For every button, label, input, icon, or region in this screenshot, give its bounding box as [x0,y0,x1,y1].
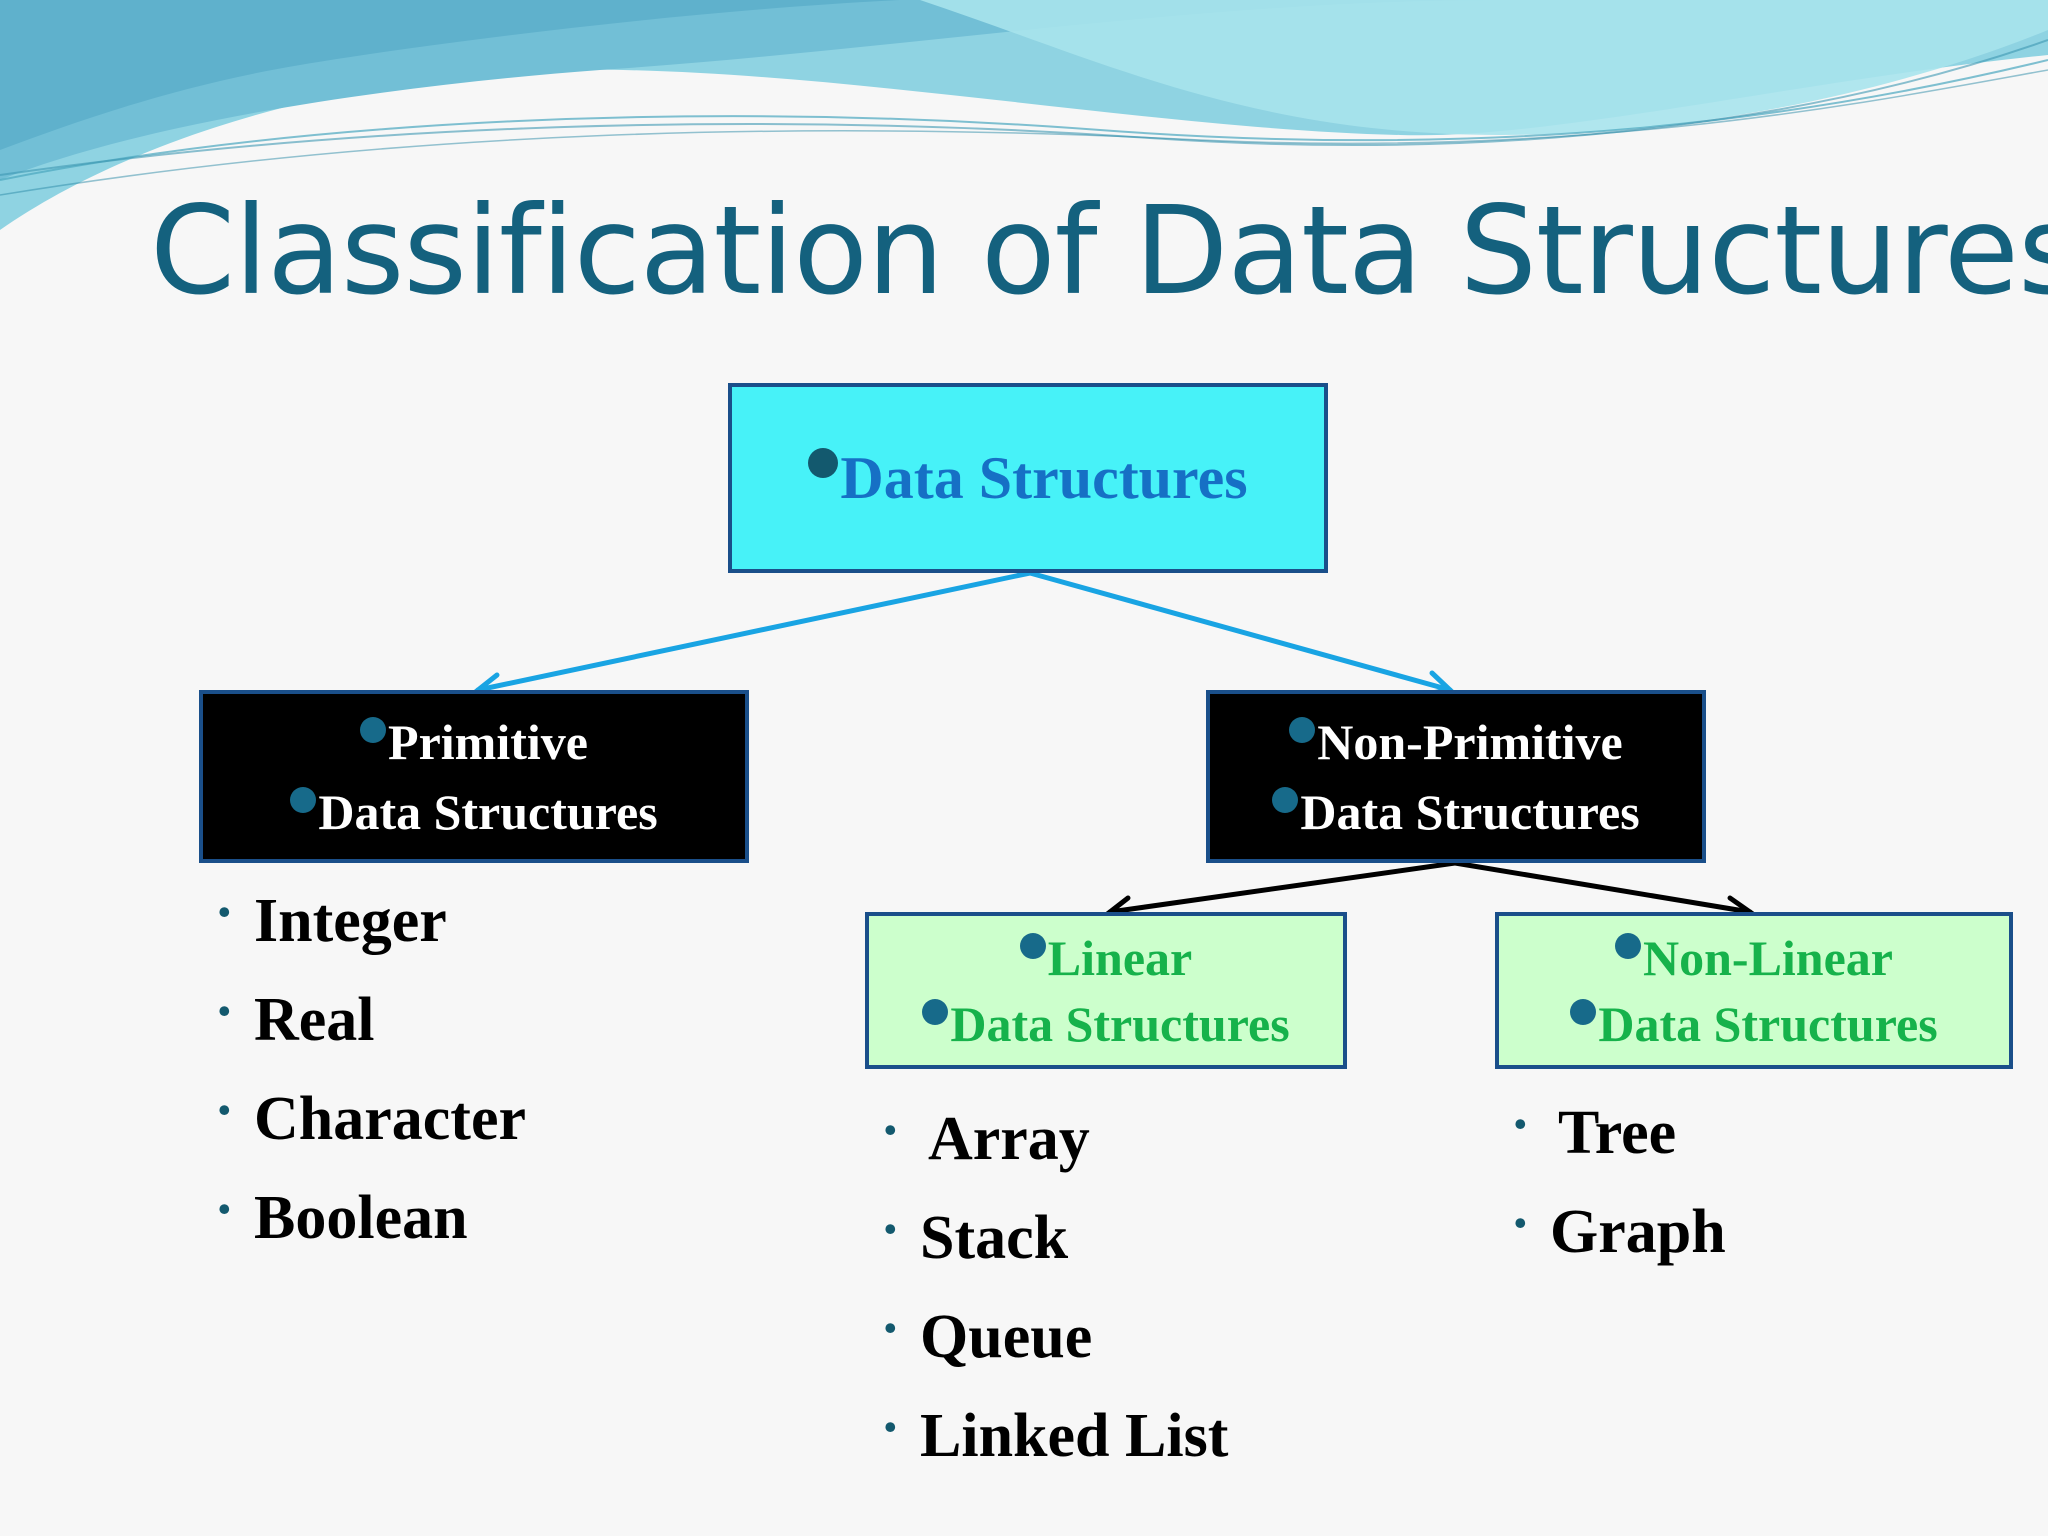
bullet-icon: • [884,1406,897,1447]
arrow-root-to-nonprimitive [1027,570,1453,693]
non-primitive-node-label-2: Data Structures [1300,783,1640,840]
non-linear-items-list: •Tree •Graph [1514,1084,1726,1282]
list-item: •Tree [1514,1099,1677,1167]
non-primitive-node-line-1: Non-Primitive [1289,713,1623,770]
non-linear-node-label-1: Non-Linear [1643,929,1893,986]
header-wave-decoration [0,0,2048,230]
root-node-label: Data Structures [840,445,1248,511]
primitive-items-list: •Integer •Real •Character •Boolean [218,872,526,1268]
linear-node-label-1: Linear [1047,929,1193,986]
root-node-line: Data Structures [808,445,1248,511]
non-primitive-node-label-1: Non-Primitive [1317,713,1623,770]
linear-items-list: •Array •Stack •Queue •Linked List [884,1090,1228,1486]
bullet-icon [1615,932,1641,959]
bullet-icon [1272,786,1299,813]
primitive-node-line-2: Data Structures [290,783,658,840]
arrow-root-to-primitive [475,570,1033,693]
bullet-icon [290,786,317,813]
list-item: •Integer [218,887,447,955]
bullet-icon [1019,932,1046,959]
non-linear-node: Non-Linear Data Structures [1495,912,2013,1069]
list-item: •Queue [884,1303,1093,1371]
arrow-nonprimitive-to-nonlinear [1452,860,1753,915]
list-item: •Boolean [218,1184,468,1252]
bullet-icon: • [218,1089,231,1130]
bullet-icon: • [218,891,231,932]
list-item: •Graph [1514,1198,1726,1266]
non-primitive-node-line-2: Data Structures [1272,783,1640,840]
bullet-icon: • [884,1109,897,1150]
arrow-nonprimitive-to-linear [1107,860,1458,915]
bullet-icon: • [218,990,231,1031]
bullet-icon: • [1514,1202,1527,1243]
bullet-icon [808,448,839,478]
non-primitive-node: Non-Primitive Data Structures [1206,690,1706,863]
bullet-icon [922,998,949,1025]
bullet-icon: • [1514,1103,1527,1144]
primitive-node-label-2: Data Structures [318,783,658,840]
list-item: •Stack [884,1204,1069,1272]
list-item: •Real [218,986,375,1054]
list-item: •Linked List [884,1402,1229,1470]
linear-node-line-2: Data Structures [922,995,1290,1052]
bullet-icon [360,716,387,743]
linear-node-line-1: Linear [1019,929,1193,986]
primitive-node-line-1: Primitive [360,713,588,770]
list-item: •Character [218,1085,526,1153]
bullet-icon: • [884,1208,897,1249]
primitive-node-label-1: Primitive [388,713,588,770]
non-linear-node-label-2: Data Structures [1598,995,1938,1052]
non-linear-node-line-1: Non-Linear [1615,929,1893,986]
list-item: •Array [884,1105,1090,1173]
bullet-icon: • [884,1307,897,1348]
linear-node: Linear Data Structures [865,912,1347,1069]
root-node: Data Structures [728,383,1328,573]
page-title: Classification of Data Structures [150,180,2048,322]
non-linear-node-line-2: Data Structures [1570,995,1938,1052]
linear-node-label-2: Data Structures [950,995,1290,1052]
bullet-icon [1570,998,1597,1025]
bullet-icon [1289,716,1316,743]
bullet-icon: • [218,1188,231,1229]
primitive-node: Primitive Data Structures [199,690,749,863]
